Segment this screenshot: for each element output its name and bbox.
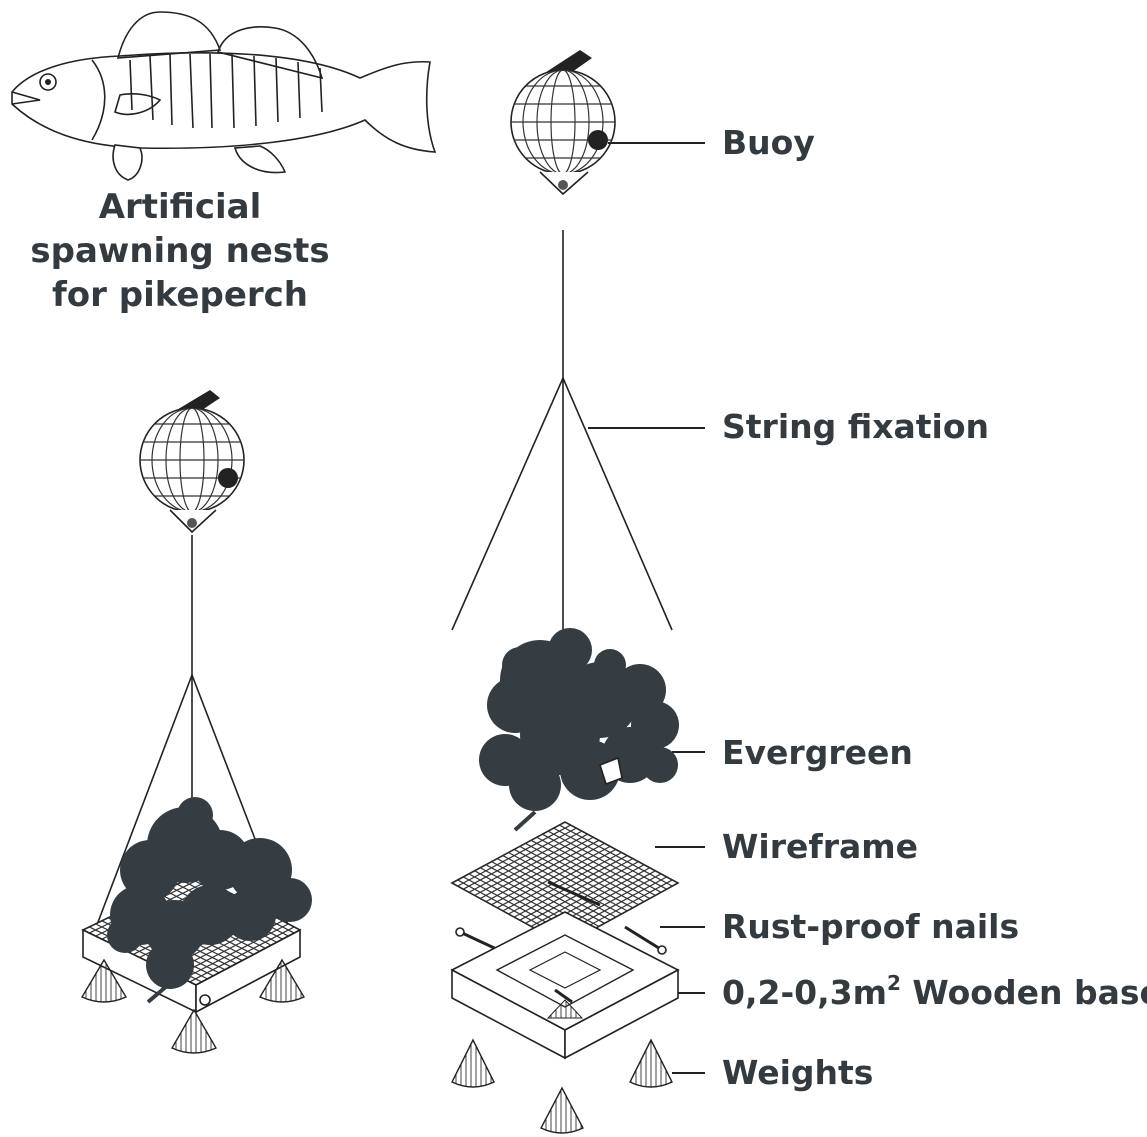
buoy-icon [511, 50, 615, 194]
evergreen-icon [479, 628, 679, 830]
wooden-base-icon [452, 912, 678, 1058]
string-fixation-label: String fixation [722, 407, 989, 446]
diagram-title: Artificial spawning nests for pikeperch [30, 187, 329, 315]
wireframe-label: Wireframe [722, 827, 918, 866]
string-fixation-lines [452, 230, 672, 640]
title-line-3: for pikeperch [52, 275, 308, 315]
rust-proof-nails-label: Rust-proof nails [722, 907, 1019, 946]
buoy-label: Buoy [722, 123, 815, 162]
title-line-2: spawning nests [30, 231, 329, 271]
title-line-1: Artificial [99, 187, 262, 227]
evergreen-label: Evergreen [722, 733, 913, 772]
weights-label: Weights [722, 1053, 873, 1092]
pikeperch-fish-icon [12, 12, 435, 180]
buoy-icon [140, 390, 244, 532]
wooden-base-label: 0,2-0,3m2 Wooden base [722, 971, 1147, 1012]
